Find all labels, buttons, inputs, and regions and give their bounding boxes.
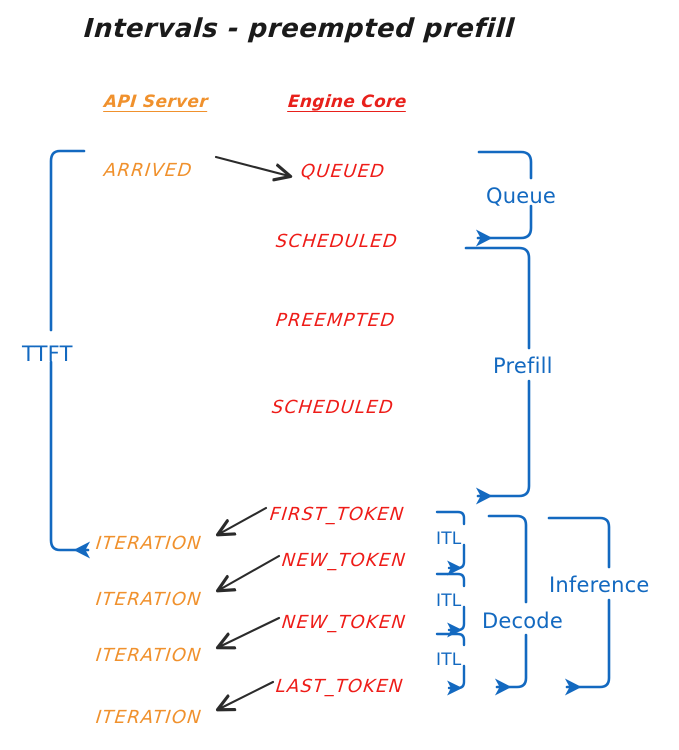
interval-label-inference: Inference [549,573,650,597]
arrow-new-token-2-to-iteration [219,616,281,647]
interval-label-prefill: Prefill [493,354,553,378]
state-iteration-4: ITERATION [94,707,204,728]
state-scheduled-1: SCHEDULED [274,231,400,252]
itl-1-bracket-top [435,510,466,526]
state-new-token-2: NEW_TOKEN [280,612,408,633]
interval-label-itl-2: ITL [436,591,462,611]
queue-bracket-top [477,150,533,180]
ttft-bracket-top [49,149,86,332]
arrow-new-token-1-to-iteration [219,554,281,590]
state-arrived: ARRIVED [102,160,194,181]
arrow-arrived-to-queued [214,155,289,176]
interval-label-decode: Decode [482,609,563,633]
state-first-token: FIRST_TOKEN [268,504,406,525]
prefill-bracket-bottom [475,379,531,505]
state-iteration-2: ITERATION [94,589,204,610]
inference-bracket-top [547,516,611,569]
column-header-engine-core: Engine Core [287,92,408,112]
ttft-bracket-bottom [49,360,91,559]
state-new-token-1: NEW_TOKEN [280,550,408,571]
itl-2-bracket-top [435,572,466,588]
column-header-api-server: API Server [103,92,209,112]
state-preempted: PREEMPTED [274,310,397,331]
state-iteration-1: ITERATION [94,533,204,554]
decode-bracket-bottom [494,633,528,696]
state-queued: QUEUED [299,161,387,182]
state-last-token: LAST_TOKEN [274,676,405,697]
itl-3-bracket-top [435,632,466,647]
interval-label-itl-3: ITL [436,650,462,670]
decode-bracket-top [487,514,528,604]
state-iteration-3: ITERATION [94,645,204,666]
arrow-first-token-to-iteration [219,506,268,534]
interval-label-ttft: TTFT [22,342,73,366]
inference-bracket-bottom [564,598,611,696]
prefill-bracket-top [464,246,531,350]
queue-bracket-bottom [475,204,533,247]
interval-label-queue: Queue [486,184,556,208]
page-title: Intervals - preempted prefill [82,14,516,44]
arrow-last-token-to-iteration [219,680,275,709]
interval-label-itl-1: ITL [436,529,462,549]
state-scheduled-2: SCHEDULED [270,397,396,418]
